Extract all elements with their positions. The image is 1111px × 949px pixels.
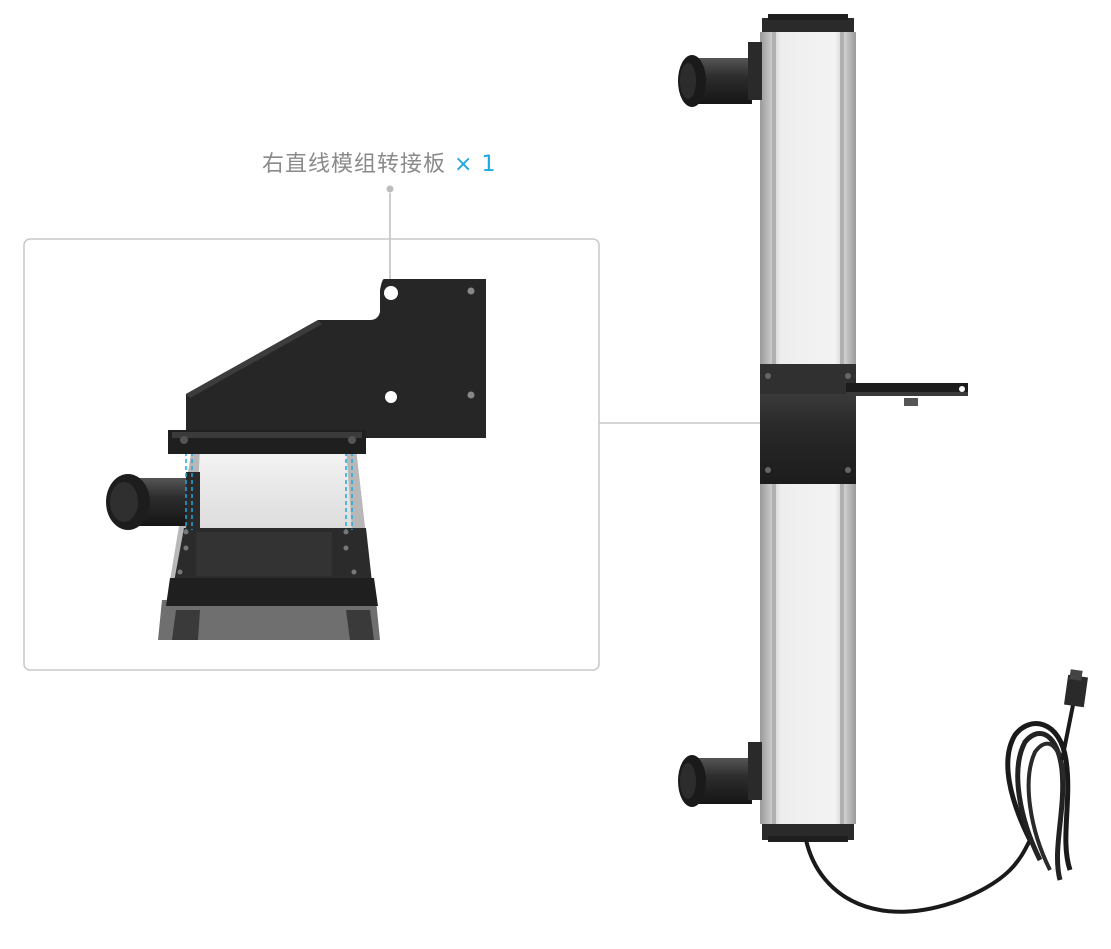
module-carriage [760,364,968,484]
detail-carriage [166,528,378,606]
linear-module [678,14,1088,914]
top-knob [678,42,762,107]
callout-dot-icon [386,185,394,193]
callout-connector [386,185,394,286]
adapter-plate [168,279,486,454]
detail-frame [23,238,600,671]
bottom-end-cap [762,822,854,840]
top-end-cap [762,18,854,34]
detail-view [106,279,486,640]
part-label: 右直线模组转接板 × 1 [262,146,496,178]
assembly-guide-lines [185,452,353,530]
part-quantity: × 1 [454,152,497,177]
cable-icon [804,669,1088,914]
detail-knob [106,472,200,534]
bottom-knob [678,742,762,807]
part-name: 右直线模组转接板 [262,152,447,177]
